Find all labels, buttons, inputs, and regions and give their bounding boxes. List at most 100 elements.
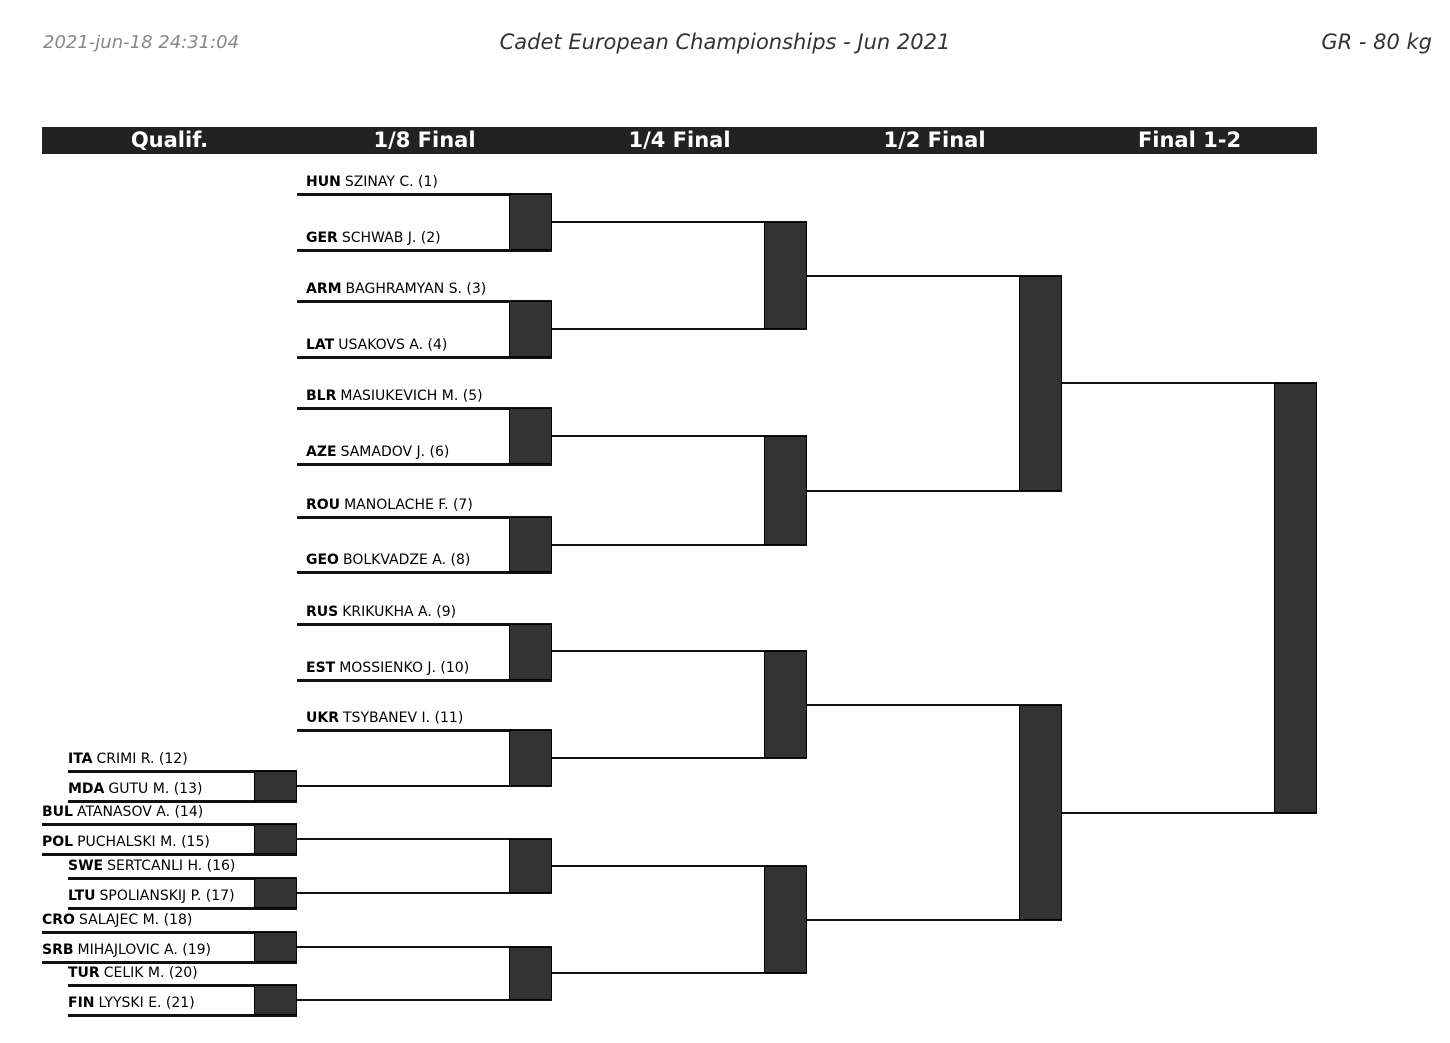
entry-line [297, 571, 552, 574]
country-code: SRB [42, 942, 74, 958]
bracket-line [807, 704, 1062, 706]
wrestler-label: TSYBANEV I. (11) [343, 710, 464, 726]
bracket-line [297, 946, 552, 948]
final-match-box [1274, 383, 1317, 813]
wrestler-label: SAMADOV J. (6) [340, 444, 450, 460]
wrestler-label: PUCHALSKI M. (15) [77, 834, 210, 850]
round-header-final: Final 1-2 [1137, 128, 1242, 152]
wrestler-label: BAGHRAMYAN S. (3) [345, 281, 487, 297]
bracket-line [552, 221, 807, 223]
bracket-line [552, 972, 807, 974]
bracket-line [1062, 382, 1317, 384]
wrestler-label: GUTU M. (13) [108, 781, 203, 797]
bracket-line [552, 544, 807, 546]
country-code: RUS [306, 604, 339, 620]
wrestler-label: KRIKUKHA A. (9) [342, 604, 457, 620]
bracket-line [297, 892, 552, 894]
country-code: EST [306, 660, 336, 676]
match-box [764, 866, 807, 973]
weight-category: GR - 80 kg [1321, 30, 1432, 54]
match-box [254, 824, 297, 854]
match-box [509, 839, 552, 893]
country-code: MDA [68, 781, 105, 797]
entry-line [68, 770, 297, 773]
entry-line [297, 407, 552, 410]
match-box [509, 730, 552, 786]
country-code: AZE [306, 444, 337, 460]
bracket-line [552, 328, 807, 330]
entry-line [297, 679, 552, 682]
match-box [509, 517, 552, 572]
match-box [509, 947, 552, 1000]
wrestler-label: CRIMI R. (12) [96, 751, 188, 767]
country-code: POL [42, 834, 74, 850]
country-code: ARM [306, 281, 342, 297]
match-box [254, 878, 297, 908]
country-code: ITA [68, 751, 93, 767]
bracket-line [552, 650, 807, 652]
entry-line [68, 877, 297, 880]
entry-line [297, 249, 552, 252]
bracket-line [807, 275, 1062, 277]
entry-line [297, 300, 552, 303]
country-code: GER [306, 230, 338, 246]
entry-line [297, 463, 552, 466]
round-header-semi-final: 1/2 Final [883, 128, 986, 152]
match-box [254, 985, 297, 1015]
entry-line [68, 984, 297, 987]
round-header-eighth-final: 1/8 Final [373, 128, 476, 152]
entry-line [68, 1014, 297, 1017]
wrestler-label: LYYSKI E. (21) [98, 995, 195, 1011]
match-box [764, 651, 807, 758]
wrestler-label: ATANASOV A. (14) [76, 804, 204, 820]
entry-line [297, 356, 552, 359]
country-code: UKR [306, 710, 339, 726]
entry-line [68, 800, 297, 803]
country-code: LAT [306, 337, 335, 353]
match-box [254, 932, 297, 962]
entry-line [297, 623, 552, 626]
entry-line [297, 516, 552, 519]
match-box [254, 771, 297, 801]
wrestler-label: SZINAY C. (1) [344, 174, 438, 190]
match-box [764, 436, 807, 545]
bracket-line [1062, 812, 1317, 814]
round-header-quarter-final: 1/4 Final [628, 128, 731, 152]
entry-line [297, 193, 552, 196]
wrestler-label: SERTCANLI H. (16) [107, 858, 236, 874]
wrestler-label: MOSSIENKO J. (10) [339, 660, 470, 676]
country-code: GEO [306, 552, 339, 568]
entry-line [42, 853, 297, 856]
match-box [509, 624, 552, 680]
match-box [1019, 276, 1062, 491]
wrestler-label: SPOLIANSKIJ P. (17) [99, 888, 235, 904]
bracket-line [807, 919, 1062, 921]
match-box [509, 408, 552, 464]
entry-line [42, 931, 297, 934]
wrestler-label: MANOLACHE F. (7) [344, 497, 473, 513]
page-title: Cadet European Championships - Jun 2021 [499, 30, 951, 54]
country-code: BLR [306, 388, 337, 404]
bracket-line [297, 785, 552, 787]
wrestler-label: MASIUKEVICH M. (5) [340, 388, 483, 404]
country-code: SWE [68, 858, 104, 874]
entry-line [68, 907, 297, 910]
